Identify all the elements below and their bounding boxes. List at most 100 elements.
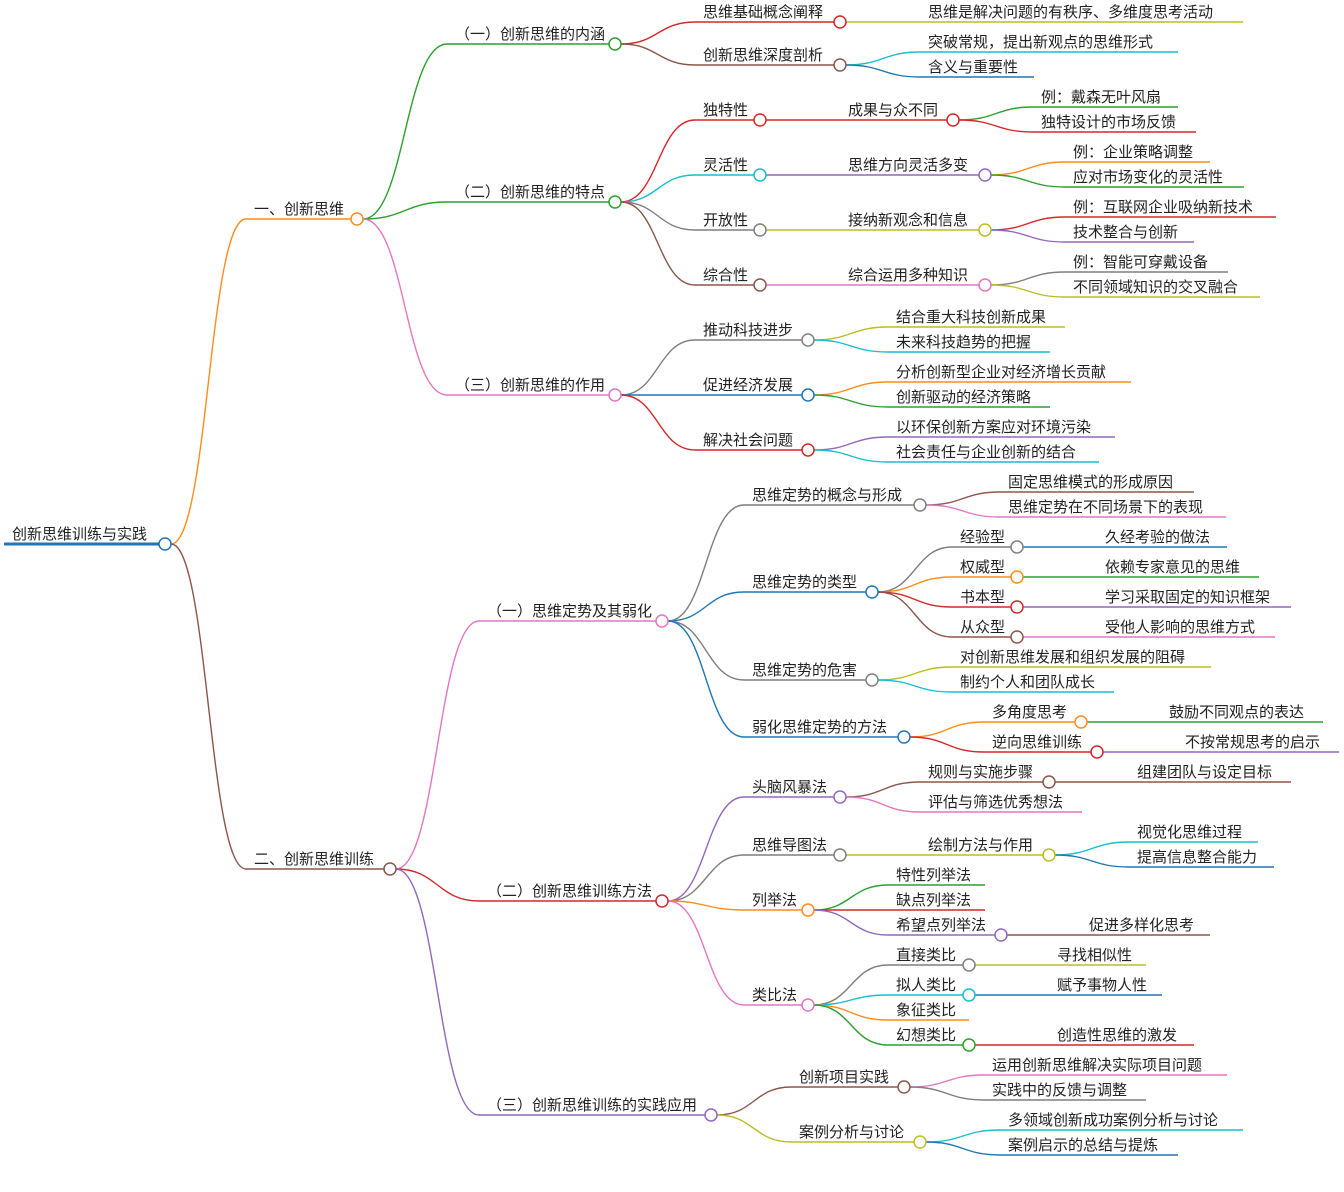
collapse-toggle-icon[interactable] [962, 1038, 976, 1052]
connector [990, 161, 1073, 176]
topic-label: 思维定势的概念与形成 [752, 486, 902, 504]
connector [667, 854, 752, 902]
collapse-toggle-icon[interactable] [1010, 600, 1024, 614]
connector [667, 620, 752, 681]
collapse-toggle-icon[interactable] [608, 37, 622, 51]
connector [667, 796, 752, 902]
topic-label: 不同领域知识的交叉融合 [1073, 278, 1238, 296]
collapse-toggle-icon[interactable] [753, 278, 767, 292]
topic-label: 缺点列举法 [896, 891, 971, 909]
connector [620, 201, 703, 286]
collapse-toggle-icon[interactable] [833, 848, 847, 862]
collapse-toggle-icon[interactable] [801, 388, 815, 402]
topic-label: 固定思维模式的形成原因 [1008, 473, 1173, 491]
collapse-toggle-icon[interactable] [833, 58, 847, 72]
connector [958, 106, 1041, 121]
connector [620, 21, 703, 45]
connector [990, 174, 1073, 188]
topic-label: 未来科技趋势的把握 [896, 333, 1031, 351]
collapse-toggle-icon[interactable] [753, 168, 767, 182]
collapse-toggle-icon[interactable] [865, 585, 879, 599]
collapse-toggle-icon[interactable] [978, 223, 992, 237]
collapse-toggle-icon[interactable] [1010, 570, 1024, 584]
topic-label: 视觉化思维过程 [1137, 823, 1242, 841]
topic-label: 幻想类比 [896, 1026, 956, 1044]
topic-label: 应对市场变化的灵活性 [1073, 168, 1223, 186]
connector [170, 543, 254, 870]
connector [813, 381, 896, 396]
collapse-toggle-icon[interactable] [913, 1135, 927, 1149]
collapse-toggle-icon[interactable] [801, 333, 815, 347]
topic-label: 社会责任与企业创新的结合 [896, 443, 1076, 461]
connector [877, 576, 960, 593]
collapse-toggle-icon[interactable] [608, 388, 622, 402]
topic-label: 对创新思维发展和组织发展的阻碍 [960, 648, 1185, 666]
collapse-toggle-icon[interactable] [350, 212, 364, 226]
topic-label: 不按常规思考的启示 [1185, 733, 1320, 751]
collapse-toggle-icon[interactable] [801, 443, 815, 457]
mindmap-edges [4, 21, 1339, 1156]
collapse-toggle-icon[interactable] [946, 113, 960, 127]
topic-label: 解决社会问题 [703, 431, 793, 449]
topic-label: 促进多样化思考 [1089, 916, 1194, 934]
collapse-toggle-icon[interactable] [897, 730, 911, 744]
topic-label: 依赖专家意见的思维 [1105, 558, 1240, 576]
collapse-toggle-icon[interactable] [801, 998, 815, 1012]
collapse-toggle-icon[interactable] [1042, 848, 1056, 862]
connector [813, 909, 896, 936]
connector [620, 43, 703, 66]
topic-label: 学习采取固定的知识框架 [1105, 588, 1270, 606]
topic-label: 思维定势的类型 [752, 573, 857, 591]
topic-label: 以环保创新方案应对环境污染 [896, 418, 1091, 436]
topic-label: 绘制方法与作用 [928, 836, 1033, 854]
collapse-toggle-icon[interactable] [865, 673, 879, 687]
connector [716, 1114, 799, 1143]
topic-label: 特性列举法 [896, 866, 971, 884]
collapse-toggle-icon[interactable] [1042, 775, 1056, 789]
collapse-toggle-icon[interactable] [833, 790, 847, 804]
collapse-toggle-icon[interactable] [383, 862, 397, 876]
collapse-toggle-icon[interactable] [978, 168, 992, 182]
topic-label: 久经考验的做法 [1105, 528, 1210, 546]
collapse-toggle-icon[interactable] [753, 223, 767, 237]
topic-label: 例：企业策略调整 [1073, 143, 1193, 161]
collapse-toggle-icon[interactable] [608, 195, 622, 209]
topic-label: 多领域创新成功案例分析与讨论 [1008, 1111, 1218, 1129]
topic-label: 希望点列举法 [896, 916, 986, 934]
collapse-toggle-icon[interactable] [978, 278, 992, 292]
topic-label: 思维基础概念阐释 [703, 3, 823, 21]
collapse-toggle-icon[interactable] [962, 958, 976, 972]
connector [909, 1074, 992, 1088]
collapse-toggle-icon[interactable] [655, 894, 669, 908]
topic-label: 赋予事物人性 [1057, 976, 1147, 994]
collapse-toggle-icon[interactable] [897, 1080, 911, 1094]
topic-label: 例：智能可穿戴设备 [1073, 253, 1208, 271]
collapse-toggle-icon[interactable] [833, 15, 847, 29]
topic-label: 独特设计的市场反馈 [1041, 113, 1176, 131]
collapse-toggle-icon[interactable] [158, 537, 172, 551]
collapse-toggle-icon[interactable] [1010, 630, 1024, 644]
connector [845, 781, 928, 798]
connector [716, 1086, 799, 1116]
collapse-toggle-icon[interactable] [1074, 715, 1088, 729]
collapse-toggle-icon[interactable] [994, 928, 1008, 942]
connector [667, 504, 752, 622]
connector [909, 736, 992, 753]
topic-label: 运用创新思维解决实际项目问题 [992, 1056, 1202, 1074]
collapse-toggle-icon[interactable] [1090, 745, 1104, 759]
topic-label: （一）思维定势及其弱化 [487, 602, 652, 620]
topic-label: 例：戴森无叶风扇 [1041, 88, 1161, 106]
topic-label: 提高信息整合能力 [1137, 848, 1257, 866]
connector [813, 964, 896, 1006]
topic-label: 创新项目实践 [799, 1068, 889, 1086]
collapse-toggle-icon[interactable] [704, 1108, 718, 1122]
collapse-toggle-icon[interactable] [753, 113, 767, 127]
collapse-toggle-icon[interactable] [913, 498, 927, 512]
connector [362, 218, 455, 396]
collapse-toggle-icon[interactable] [1010, 540, 1024, 554]
collapse-toggle-icon[interactable] [962, 988, 976, 1002]
topic-label: 二、创新思维训练 [254, 850, 374, 868]
collapse-toggle-icon[interactable] [655, 614, 669, 628]
collapse-toggle-icon[interactable] [801, 903, 815, 917]
topic-label: 实践中的反馈与调整 [992, 1081, 1127, 1099]
